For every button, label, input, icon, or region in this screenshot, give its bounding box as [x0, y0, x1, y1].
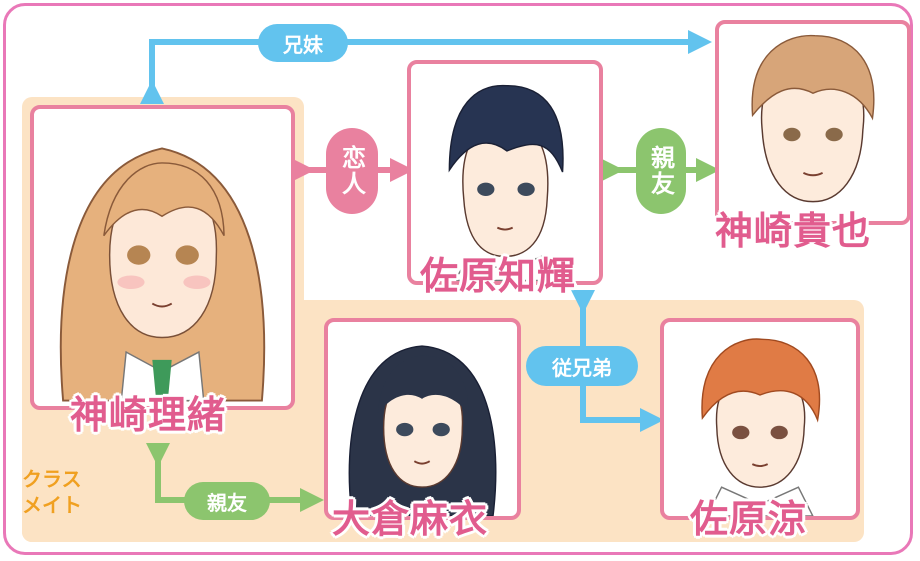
portrait-card-kazuomi — [407, 60, 603, 285]
classmate-label: クラス メイト — [22, 466, 82, 518]
portrait-kazuomi-icon — [448, 84, 564, 281]
name-akane: 大倉麻衣 — [332, 497, 489, 541]
relation-badge-best-friends-top: 親友 — [636, 128, 686, 214]
portrait-card-rio — [30, 105, 295, 410]
name-rio: 神崎理緒 — [70, 393, 227, 437]
cousin-arrow — [571, 290, 664, 432]
relation-badge-cousins: 従兄弟 — [526, 346, 638, 386]
classmate-label-line2: メイト — [22, 493, 82, 517]
name-ryo: 佐原涼 — [690, 497, 808, 541]
relation-badge-best-friends-bottom: 親友 — [184, 482, 270, 520]
portrait-takaya-icon — [751, 34, 875, 203]
name-takaya: 神崎貴也 — [715, 209, 872, 253]
name-kazuomi: 佐原知輝 — [420, 254, 577, 298]
portrait-card-takaya — [715, 20, 911, 225]
portrait-card-akane — [324, 318, 521, 520]
sibling-arrow — [140, 30, 712, 104]
outer-frame — [3, 3, 913, 555]
classmate-label-line1: クラス — [22, 467, 82, 491]
relation-badge-lovers: 恋人 — [326, 128, 378, 214]
portrait-akane-icon — [348, 345, 497, 516]
portrait-card-ryo — [660, 318, 860, 520]
portrait-ryo-icon — [701, 338, 821, 516]
portrait-rio-icon — [59, 147, 266, 402]
relation-badge-siblings: 兄妹 — [258, 24, 348, 62]
